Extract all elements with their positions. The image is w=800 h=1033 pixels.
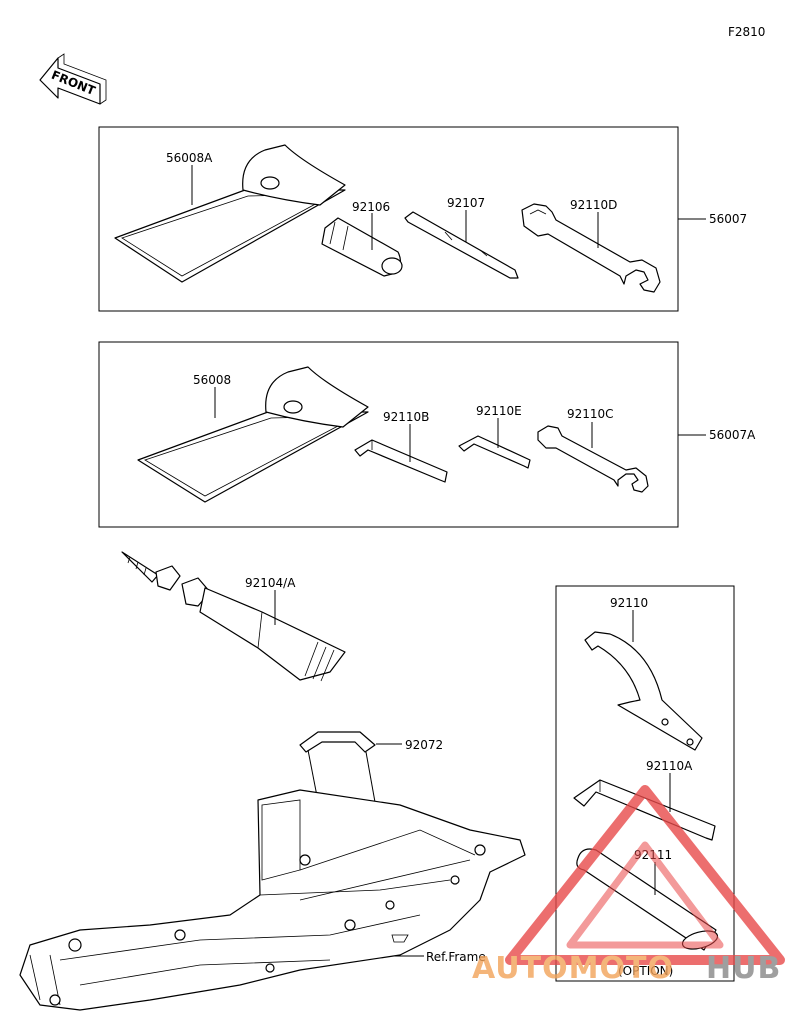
tool-bag-56008-icon xyxy=(137,366,369,503)
watermark-logo: AUTOMOTO HUB xyxy=(472,785,785,986)
part-label-92110c: 92110C xyxy=(567,407,614,421)
figure-code: F2810 xyxy=(728,25,765,39)
kit-56007a-label: 56007A xyxy=(709,428,756,442)
part-label-ref-frame: Ref.Frame xyxy=(426,950,486,964)
hex-wrench-92110b-icon xyxy=(354,439,448,483)
wrench-92110d-icon xyxy=(521,203,661,293)
kit-56007a-group: 56007A 56008 92110B 92110E 92110C xyxy=(98,341,756,528)
band-92072-icon xyxy=(299,731,376,753)
hex-wrench-92110e-icon xyxy=(458,435,531,469)
part-label-92072: 92072 xyxy=(405,738,443,752)
part-label-92110d: 92110D xyxy=(570,198,617,212)
repair-kit-tube-icon xyxy=(121,551,346,682)
kit-56007a-box xyxy=(98,341,679,528)
option-box-group: 92110 92110A 92111 (OPTION) xyxy=(555,585,735,982)
frame-reference-icon xyxy=(19,789,526,1011)
screwdriver-grip-92106-icon xyxy=(321,217,403,277)
part-label-92110e: 92110E xyxy=(476,404,522,418)
kit-56007-group: 56007 56008A 92106 92107 xyxy=(98,126,747,312)
part-label-56008: 56008 xyxy=(193,373,231,387)
part-label-92110b: 92110B xyxy=(383,410,429,424)
screwdriver-92107-icon xyxy=(404,211,519,279)
part-label-56008a: 56008A xyxy=(166,151,213,165)
tool-bag-56008a-icon xyxy=(114,144,346,283)
option-box xyxy=(555,585,735,982)
part-label-92106: 92106 xyxy=(352,200,390,214)
part-label-92104a: 92104/A xyxy=(245,576,296,590)
part-label-92107: 92107 xyxy=(447,196,485,210)
hex-wrench-92110a-icon xyxy=(573,779,716,841)
front-arrow-icon: FRONT xyxy=(39,53,107,105)
option-label: (OPTION) xyxy=(618,964,673,978)
wrench-92110c-icon xyxy=(537,425,649,493)
kit-56007-label: 56007 xyxy=(709,212,747,226)
hook-spanner-92110-icon xyxy=(584,631,703,751)
part-label-92110a: 92110A xyxy=(646,759,693,773)
watermark-brand-right: HUB xyxy=(706,951,781,986)
part-label-92110: 92110 xyxy=(610,596,648,610)
watermark-brand-left: AUTOMOTO xyxy=(472,951,674,986)
